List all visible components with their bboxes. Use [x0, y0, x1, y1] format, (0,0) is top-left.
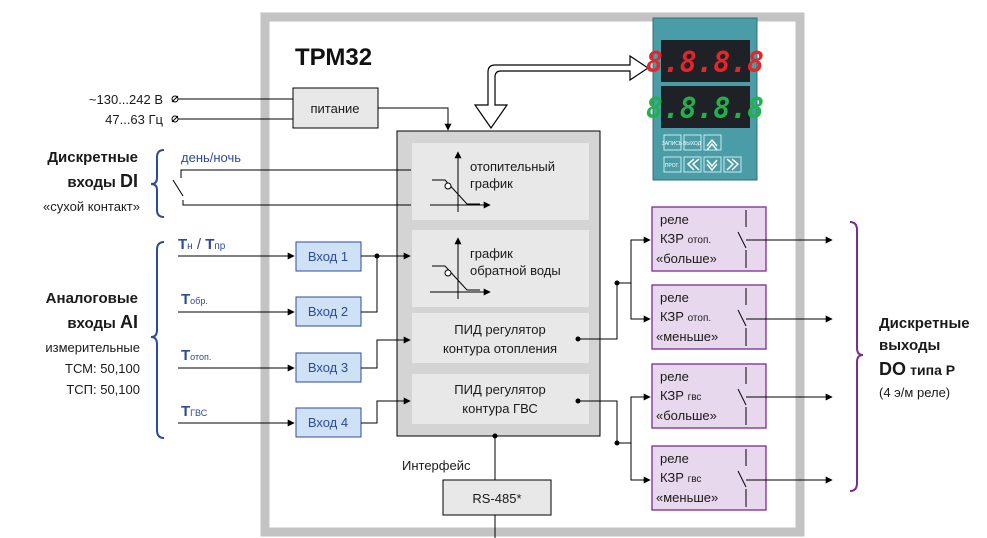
button-vyhod[interactable]: ВЫХОД [683, 134, 702, 151]
svg-text:ЗАПИСЬ: ЗАПИСЬ [662, 141, 683, 147]
relay-dhw-more: реле КЗР гвс «больше» [651, 363, 767, 429]
function-2-line1: график [470, 246, 513, 261]
function-1-line1: отопительный [470, 159, 555, 174]
function-4-line2: контура ГВС [462, 401, 537, 416]
di-title-line1: Дискретные [47, 149, 138, 166]
do-title-line2: выходы [879, 337, 940, 354]
day-night-label: день/ночь [181, 150, 241, 165]
function-1-line2: график [470, 176, 513, 191]
chevron-up-icon [706, 138, 718, 151]
rs485-label: RS-485* [472, 491, 521, 506]
input-label-2: Вход 2 [308, 304, 348, 319]
button-zapis[interactable]: ЗАПИСЬ [662, 134, 683, 151]
display-top-value: 8.8.8.8 [646, 46, 764, 79]
svg-text:реле: реле [660, 451, 689, 466]
svg-text:реле: реле [660, 290, 689, 305]
svg-text:КЗР гвс: КЗР гвс [660, 470, 701, 485]
do-note: (4 э/м реле) [879, 385, 950, 400]
svg-text:реле: реле [660, 369, 689, 384]
power-voltage: ~130...242 В [89, 92, 163, 107]
sensor-label-3: Тотоп. [181, 347, 211, 364]
sensor-label-2: Тобр. [181, 291, 208, 308]
up-button[interactable] [703, 134, 722, 151]
relay-contact-icon [737, 449, 747, 507]
input-block-2: Вход 2 [295, 296, 362, 327]
input-block-1: Вход 1 [295, 241, 362, 272]
input-block-4: Вход 4 [295, 407, 362, 438]
device-display: 8.8.8.8 8.8.8.8 ЗАПИСЬ ВЫХОД ПРОГ. [646, 17, 764, 181]
ai-title-line2: входы AI [67, 312, 138, 332]
sensor-label-4: ТГВС [181, 403, 208, 420]
svg-text:КЗР отоп.: КЗР отоп. [660, 309, 711, 324]
device-title: ТРМ32 [295, 44, 372, 71]
svg-text:«больше»: «больше» [656, 251, 717, 266]
down-button[interactable] [703, 156, 722, 173]
curve-graph-icon [430, 237, 491, 299]
power-block [292, 87, 379, 129]
rs485-block [442, 479, 552, 516]
input-label-4: Вход 4 [308, 415, 348, 430]
ai-title-line1: Аналоговые [46, 290, 138, 307]
chevron-right-icon [726, 158, 740, 171]
function-4-line1: ПИД регулятор [454, 382, 545, 397]
relay-dhw-less: реле КЗР гвс «меньше» [651, 445, 767, 511]
power-input: ~130...242 В 47...63 Гц [89, 92, 293, 127]
input-label-1: Вход 1 [308, 249, 348, 264]
svg-text:КЗР отоп.: КЗР отоп. [660, 231, 711, 246]
display-bottom-value: 8.8.8.8 [646, 92, 764, 125]
svg-text:КЗР гвс: КЗР гвс [660, 388, 701, 403]
di-brace [150, 149, 165, 218]
function-3-line2: контура отопления [443, 341, 557, 356]
relay-contact-icon [737, 210, 747, 268]
svg-text:ПРОГ.: ПРОГ. [665, 163, 679, 169]
right-button[interactable] [723, 156, 742, 173]
power-frequency: 47...63 Гц [105, 112, 163, 127]
input-block-3: Вход 3 [295, 352, 362, 383]
svg-text:ВЫХОД: ВЫХОД [683, 141, 702, 147]
ai-line5: ТСП: 50,100 [66, 382, 140, 397]
terminal-icon [171, 115, 179, 123]
function-heating-curve [412, 143, 589, 220]
function-2-line2: обратной воды [470, 263, 561, 278]
di-title-line2: входы DI [67, 171, 138, 191]
terminal-icon [171, 95, 179, 103]
display-link-arrow [473, 54, 650, 130]
ai-line4: ТСМ: 50,100 [65, 361, 140, 376]
input-label-3: Вход 3 [308, 360, 348, 375]
ai-brace [150, 241, 165, 439]
svg-text:«меньше»: «меньше» [656, 329, 718, 344]
button-prog[interactable]: ПРОГ. [663, 156, 682, 173]
relay-heating-less: реле КЗР отоп. «меньше» [651, 284, 767, 350]
curve-graph-icon [430, 151, 491, 212]
relay-heating-more: реле КЗР отоп. «больше» [651, 206, 767, 272]
svg-text:реле: реле [660, 212, 689, 227]
interface-label: Интерфейс [402, 458, 471, 473]
relay-contact-icon [737, 288, 747, 346]
function-pid-heating [412, 313, 589, 363]
relay-contact-icon [737, 367, 747, 425]
do-brace [849, 221, 864, 492]
svg-text:«меньше»: «меньше» [656, 490, 718, 505]
function-return-curve [412, 230, 589, 307]
function-pid-dhw [412, 374, 589, 424]
function-3-line1: ПИД регулятор [454, 322, 545, 337]
di-subtitle: «сухой контакт» [43, 199, 140, 214]
ai-line3: измерительные [45, 340, 140, 355]
do-title-line3: DO типа Р [879, 359, 955, 379]
chevron-left-icon [686, 158, 700, 171]
svg-text:«больше»: «больше» [656, 408, 717, 423]
day-night-switch [172, 169, 411, 206]
left-button[interactable] [683, 156, 702, 173]
power-block-label: питание [310, 101, 359, 116]
do-title-line1: Дискретные [879, 315, 970, 332]
sensor-label-1: Тн / Тпр [178, 236, 226, 253]
chevron-down-icon [706, 159, 718, 172]
